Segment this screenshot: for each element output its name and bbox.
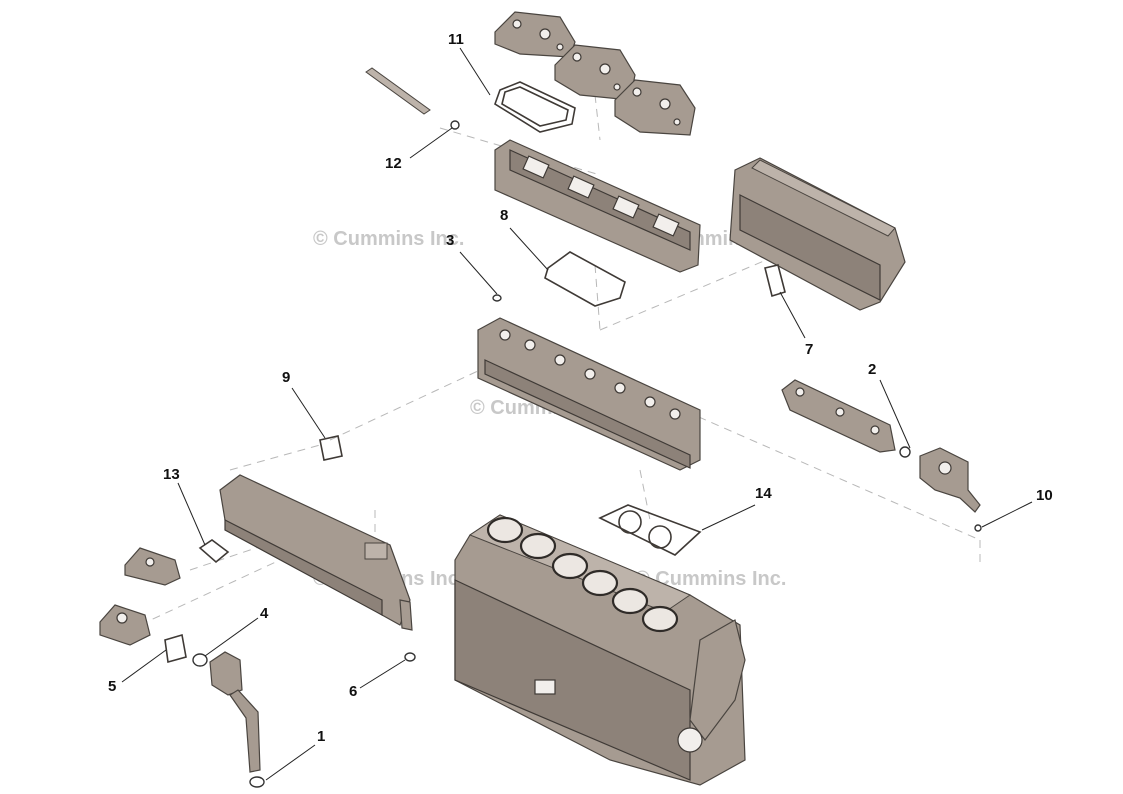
callout-9: 9: [282, 369, 290, 386]
callout-12: 12: [385, 155, 402, 172]
callout-2: 2: [868, 361, 876, 378]
water-pump-housing: [99, 604, 151, 646]
crossover-tube: [365, 67, 460, 130]
o-ring-6: [404, 652, 416, 662]
callout-3: 3: [446, 232, 454, 249]
cylinder-head: [477, 317, 701, 471]
callout-13: 13: [163, 466, 180, 483]
seal-ring: [492, 294, 502, 302]
cover-gasket: [764, 264, 786, 298]
callout-labels: 1 2 3 4 5 6 7 8 9 10 11 12 13 14: [108, 31, 1053, 745]
copyright-watermark: © Cummins Inc.: [313, 228, 464, 250]
callout-8: 8: [500, 207, 508, 224]
rocker-lever-covers: [494, 11, 696, 136]
thermostat-housing: [124, 547, 181, 586]
callout-1: 1: [317, 728, 325, 745]
rocker-housing: [494, 139, 701, 273]
callout-4: 4: [260, 605, 269, 622]
callout-11: 11: [448, 31, 464, 48]
o-ring-1: [249, 776, 265, 788]
intake-manifold-cover: [729, 157, 906, 311]
o-ring-10: [974, 524, 982, 532]
pump-gasket: [164, 633, 187, 664]
housing-gasket: [544, 251, 626, 307]
inlet-connection: [209, 651, 261, 773]
rocker-cover-gasket: [494, 81, 576, 133]
callout-10: 10: [1036, 487, 1053, 504]
thermostat-gasket: [319, 435, 343, 461]
head-gasket: [598, 504, 702, 556]
assembly-guide-lines: [139, 94, 981, 626]
copyright-watermark: © Cummins Inc.: [635, 568, 786, 590]
water-manifold: [219, 474, 413, 631]
housing-gasket-13: [198, 539, 230, 564]
callout-5: 5: [108, 678, 116, 695]
exhaust-manifold: [781, 379, 896, 453]
o-ring-4: [192, 653, 208, 667]
leader-lines: [121, 47, 1033, 781]
callout-6: 6: [349, 683, 357, 700]
manifold-seal: [899, 446, 911, 458]
cylinder-block: [454, 514, 746, 786]
callout-14: 14: [755, 485, 772, 502]
callout-7: 7: [805, 341, 813, 358]
rocker-cover-gasket-inner: [501, 86, 569, 127]
turbo-outlet: [919, 447, 981, 513]
